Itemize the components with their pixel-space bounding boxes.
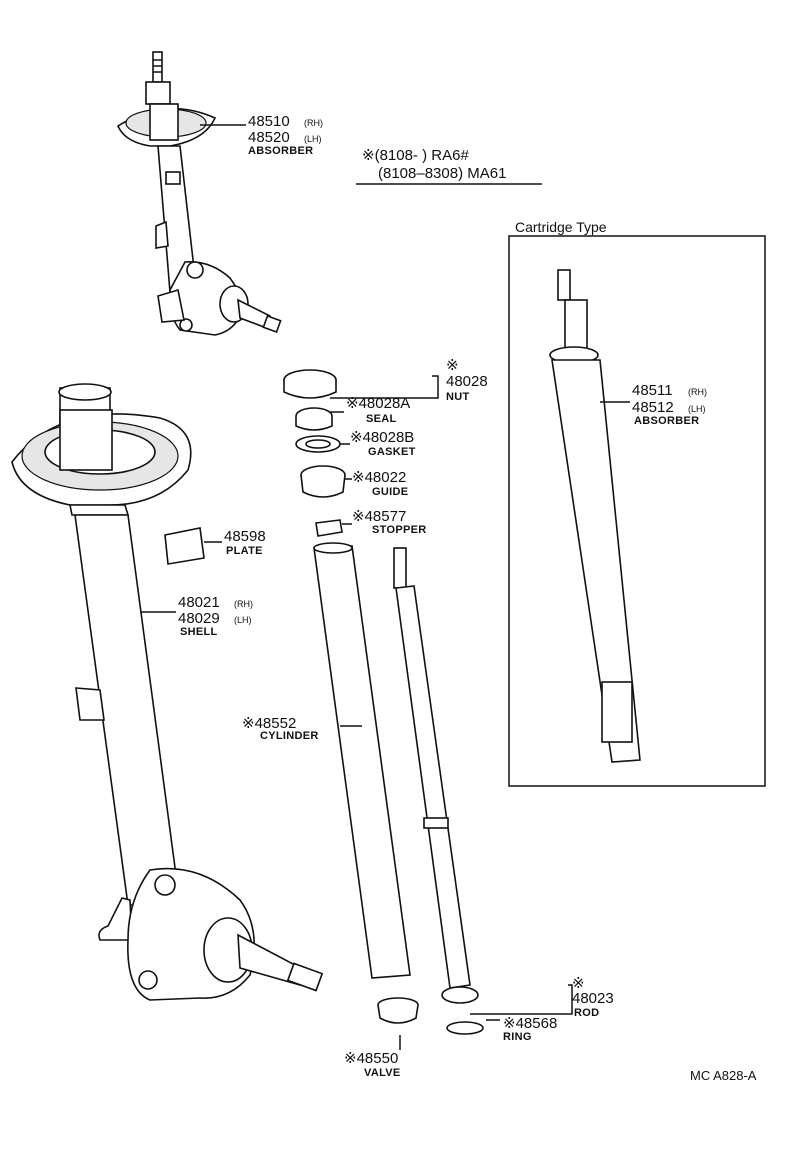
label-cylinder: ※48552 CYLINDER [242, 715, 319, 742]
svg-text:PLATE: PLATE [226, 545, 263, 557]
svg-text:RING: RING [503, 1031, 532, 1043]
label-gasket: ※48028B GASKET [350, 429, 416, 458]
svg-text:48520: 48520 [248, 129, 290, 146]
svg-text:※48022: ※48022 [352, 469, 406, 486]
leader-lines [140, 124, 630, 1050]
guide-part [300, 465, 346, 498]
label-nut: ※ 48028 NUT [446, 357, 488, 403]
svg-text:NUT: NUT [446, 391, 470, 403]
svg-text:(RH): (RH) [234, 599, 253, 609]
label-absorber-cartridge: 48511 (RH) 48512 (LH) ABSORBER [632, 382, 707, 427]
svg-text:48510: 48510 [248, 113, 290, 130]
svg-text:※48028A: ※48028A [346, 395, 410, 412]
svg-text:ROD: ROD [574, 1007, 599, 1019]
cartridge-frame [508, 235, 766, 787]
svg-text:※48568: ※48568 [503, 1015, 557, 1032]
svg-text:48028: 48028 [446, 373, 488, 390]
svg-text:SEAL: SEAL [366, 413, 397, 425]
svg-text:VALVE: VALVE [364, 1067, 401, 1079]
svg-text:GASKET: GASKET [368, 446, 416, 458]
svg-text:48029: 48029 [178, 610, 220, 627]
label-guide: ※48022 GUIDE [352, 469, 408, 498]
svg-text:CYLINDER: CYLINDER [260, 730, 319, 742]
shell-assembly-large [11, 383, 324, 1001]
svg-text:(LH): (LH) [304, 134, 322, 144]
svg-text:※: ※ [572, 975, 585, 992]
svg-text:※: ※ [446, 357, 459, 374]
svg-text:※48028B: ※48028B [350, 429, 414, 446]
svg-text:(LH): (LH) [234, 615, 252, 625]
label-absorber-top: 48510 (RH) 48520 (LH) ABSORBER [248, 113, 323, 157]
plate-part [164, 527, 205, 565]
svg-text:※48552: ※48552 [242, 715, 296, 732]
svg-text:ABSORBER: ABSORBER [634, 415, 699, 427]
svg-text:(RH): (RH) [304, 118, 323, 128]
seal-part [295, 407, 333, 431]
svg-text:※48550: ※48550 [344, 1050, 398, 1067]
svg-text:STOPPER: STOPPER [372, 524, 426, 536]
gasket-part [295, 435, 341, 453]
cartridge-title: Cartridge Type [515, 219, 607, 235]
svg-text:48512: 48512 [632, 399, 674, 416]
stopper-part [315, 519, 343, 537]
cylinder-part [313, 542, 411, 979]
svg-text:48023: 48023 [572, 990, 614, 1007]
cartridge-absorber-part [549, 269, 641, 763]
svg-text:(RH): (RH) [688, 387, 707, 397]
strut-assembly-small [116, 51, 282, 336]
label-shell: 48021 (RH) 48029 (LH) SHELL [178, 594, 253, 638]
label-stopper: ※48577 STOPPER [352, 508, 426, 536]
valve-part [377, 997, 419, 1024]
nut-part [283, 369, 337, 399]
svg-text:48598: 48598 [224, 528, 266, 545]
rod-part [393, 547, 479, 1004]
svg-text:48511: 48511 [632, 382, 673, 399]
label-valve: ※48550 VALVE [344, 1050, 401, 1079]
figure-code: MC A828-A [690, 1068, 757, 1083]
label-plate: 48598 PLATE [224, 528, 266, 557]
svg-text:SHELL: SHELL [180, 626, 218, 638]
label-seal: ※48028A SEAL [346, 395, 410, 425]
label-rod: ※ 48023 ROD [572, 975, 614, 1019]
svg-text:ABSORBER: ABSORBER [248, 145, 313, 157]
svg-text:※48577: ※48577 [352, 508, 406, 525]
ring-part [446, 1021, 484, 1035]
applicability-line2: (8108–8308) MA61 [378, 165, 506, 182]
svg-text:GUIDE: GUIDE [372, 486, 408, 498]
svg-text:48021: 48021 [178, 594, 220, 611]
label-ring: ※48568 RING [503, 1015, 557, 1043]
applicability-line1: ※(8108- ) RA6# [362, 147, 469, 164]
svg-text:(LH): (LH) [688, 404, 706, 414]
